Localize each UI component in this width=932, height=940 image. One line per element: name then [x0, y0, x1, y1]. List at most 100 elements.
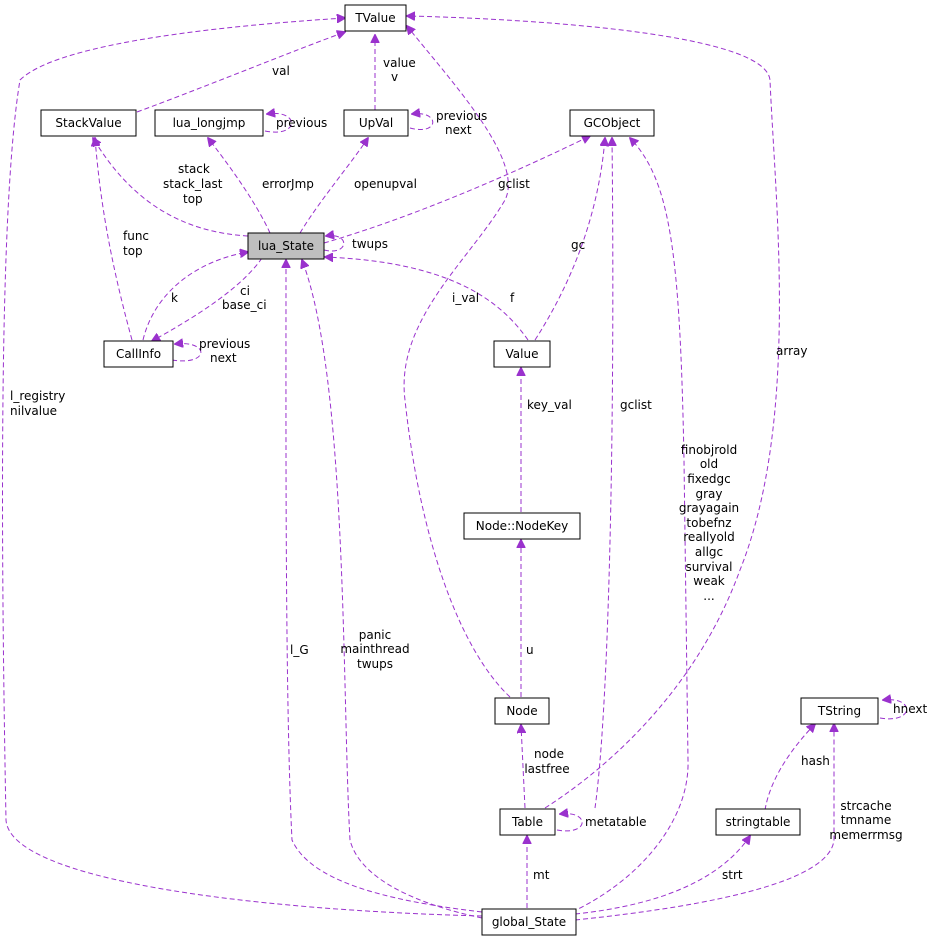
- edge-luastate-stackvalue: [93, 138, 249, 237]
- svg-text:tmname: tmname: [841, 813, 891, 827]
- label-callinfo-previous-next: previous next: [199, 337, 250, 365]
- label-mt: mt: [533, 868, 550, 882]
- node-global-state[interactable]: global_State: [481, 908, 577, 936]
- svg-text:memerrmsg: memerrmsg: [829, 828, 902, 842]
- label-panic: panic mainthread twups: [340, 628, 409, 671]
- svg-text:...: ...: [703, 589, 714, 603]
- svg-text:TValue: TValue: [354, 11, 395, 25]
- svg-text:v: v: [391, 70, 398, 84]
- node-stringtable[interactable]: stringtable: [715, 808, 801, 836]
- edge-globalstate-luastate-panic: [302, 260, 483, 919]
- label-u: u: [526, 643, 534, 657]
- label-twups: twups: [352, 237, 388, 251]
- svg-text:previous: previous: [436, 109, 487, 123]
- edge-callinfo-self: [171, 344, 202, 362]
- node-value[interactable]: Value: [493, 340, 551, 368]
- label-gclist-table: gclist: [620, 398, 652, 412]
- svg-text:mt: mt: [533, 868, 550, 882]
- edge-upval-self: [409, 114, 434, 130]
- edge-longjmp-self: [264, 113, 292, 133]
- edges: [2, 16, 908, 921]
- node-table[interactable]: Table: [499, 808, 556, 836]
- svg-text:gclist: gclist: [620, 398, 652, 412]
- label-gc-lists: finobjrold old fixedgc gray grayagain to…: [679, 443, 739, 603]
- label-gclist-state: gclist: [498, 177, 530, 191]
- svg-text:survival: survival: [685, 560, 732, 574]
- svg-text:value: value: [383, 56, 416, 70]
- svg-text:lua_longjmp: lua_longjmp: [173, 116, 246, 130]
- svg-text:global_State: global_State: [492, 915, 566, 929]
- node-stackvalue[interactable]: StackValue: [40, 109, 137, 137]
- svg-text:previous: previous: [199, 337, 250, 351]
- node-callinfo[interactable]: CallInfo: [103, 340, 174, 368]
- svg-text:StackValue: StackValue: [55, 116, 121, 130]
- svg-text:node: node: [534, 747, 564, 761]
- svg-text:twups: twups: [357, 657, 393, 671]
- node-gcobject[interactable]: GCObject: [569, 109, 655, 137]
- svg-text:nilvalue: nilvalue: [10, 404, 57, 418]
- svg-text:gc: gc: [571, 238, 585, 252]
- node-nodekey[interactable]: Node::NodeKey: [463, 512, 581, 540]
- svg-text:fixedgc: fixedgc: [687, 472, 731, 486]
- label-hnext: hnext: [893, 702, 927, 716]
- svg-text:strt: strt: [722, 868, 743, 882]
- svg-text:twups: twups: [352, 237, 388, 251]
- edge-luastate-longjmp: [208, 138, 271, 234]
- label-f: f: [510, 291, 515, 305]
- svg-text:stack: stack: [178, 162, 210, 176]
- svg-text:base_ci: base_ci: [222, 298, 267, 312]
- svg-text:ci: ci: [240, 284, 250, 298]
- svg-text:lastfree: lastfree: [524, 762, 569, 776]
- svg-text:top: top: [123, 244, 143, 258]
- label-l-g: l_G: [290, 643, 309, 657]
- svg-text:val: val: [272, 64, 290, 78]
- svg-text:panic: panic: [359, 628, 392, 642]
- svg-text:old: old: [700, 457, 718, 471]
- label-openupval: openupval: [354, 177, 417, 191]
- edge-globalstate-luastate-lg: [286, 260, 483, 913]
- svg-text:gray: gray: [695, 487, 722, 501]
- edge-table-gcobject: [594, 138, 613, 809]
- label-metatable: metatable: [585, 815, 647, 829]
- label-key-val: key_val: [527, 398, 572, 412]
- svg-text:strcache: strcache: [840, 799, 891, 813]
- nodes: TValue StackValue lua_longjmp UpVal GCOb…: [40, 4, 879, 936]
- edge-callinfo-luastate: [142, 252, 248, 341]
- label-errorjmp: errorJmp: [262, 177, 314, 191]
- label-node-lastfree: node lastfree: [524, 747, 569, 776]
- label-strt: strt: [722, 868, 743, 882]
- label-stack: stack stack_last top: [163, 162, 223, 206]
- node-lua-longjmp[interactable]: lua_longjmp: [154, 109, 264, 137]
- node-tvalue[interactable]: TValue: [344, 4, 407, 32]
- svg-text:reallyold: reallyold: [683, 530, 734, 544]
- node-node[interactable]: Node: [494, 697, 550, 725]
- svg-text:tobefnz: tobefnz: [686, 516, 731, 530]
- label-value-v: value v: [383, 56, 416, 84]
- node-lua-state[interactable]: lua_State: [247, 232, 325, 260]
- svg-text:errorJmp: errorJmp: [262, 177, 314, 191]
- svg-text:Value: Value: [506, 347, 539, 361]
- svg-text:CallInfo: CallInfo: [116, 347, 161, 361]
- edge-globalstate-gcobject: [571, 138, 689, 913]
- label-l-registry: l_registry nilvalue: [10, 389, 65, 418]
- label-longjmp-previous: previous: [276, 116, 327, 130]
- label-strcache: strcache tmname memerrmsg: [829, 799, 902, 842]
- edge-luastate-upval: [299, 138, 368, 234]
- edge-table-node: [521, 725, 525, 809]
- svg-text:finobjrold: finobjrold: [681, 443, 737, 457]
- svg-text:Table: Table: [511, 815, 543, 829]
- svg-text:array: array: [776, 344, 807, 358]
- node-upval[interactable]: UpVal: [343, 109, 409, 137]
- svg-text:l_G: l_G: [290, 643, 309, 657]
- svg-text:allgc: allgc: [695, 545, 723, 559]
- label-upval-previous-next: previous next: [436, 109, 487, 137]
- node-tstring[interactable]: TString: [800, 697, 879, 725]
- svg-text:top: top: [183, 192, 203, 206]
- svg-text:k: k: [171, 291, 178, 305]
- svg-text:i_val: i_val: [452, 291, 479, 305]
- label-k: k: [171, 291, 178, 305]
- label-array: array: [776, 344, 807, 358]
- edge-globalstate-tstring: [574, 724, 834, 921]
- svg-text:mainthread: mainthread: [340, 642, 409, 656]
- svg-text:previous: previous: [276, 116, 327, 130]
